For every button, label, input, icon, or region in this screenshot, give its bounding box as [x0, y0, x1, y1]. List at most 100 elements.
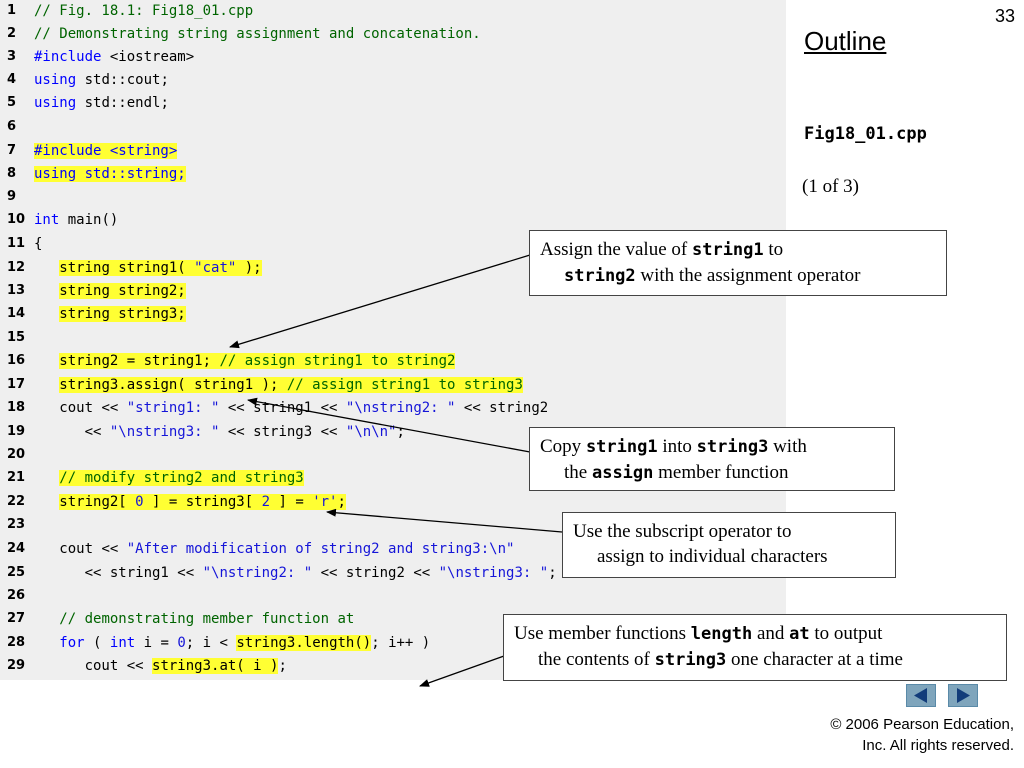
line-number: 6: [7, 119, 17, 134]
line-number: 19: [7, 424, 26, 439]
callout-text: the: [564, 462, 592, 483]
highlighted-code: string3.length(): [236, 635, 372, 651]
line-number: 23: [7, 517, 26, 532]
code-token: ; i <: [185, 635, 237, 651]
callout-text: with: [768, 436, 807, 457]
keyword-token: using: [34, 72, 77, 88]
highlighted-code: string string2;: [59, 283, 186, 299]
callout-line: the contents of string3 one character at…: [514, 647, 996, 673]
code-token: << string1 <<: [84, 565, 203, 581]
highlighted-using: using std::string;: [34, 166, 186, 182]
line-number: 3: [7, 49, 17, 64]
callout-code: string2: [564, 266, 636, 286]
code-token: (: [84, 635, 110, 651]
code-token: <<: [84, 424, 110, 440]
line-number: 4: [7, 72, 17, 87]
line-number: 20: [7, 447, 26, 462]
callout-line: Copy string1 into string3 with: [540, 434, 884, 460]
line-number: 14: [7, 306, 26, 321]
outline-heading: Outline: [804, 26, 887, 56]
code-line-10: int main(): [34, 209, 118, 231]
highlighted-code: ;: [337, 494, 346, 510]
line-number: 7: [7, 143, 17, 158]
string-token: "\nstring2: ": [345, 400, 456, 416]
code-line-5: using std::endl;: [34, 92, 169, 114]
string-token: "\nstring3: ": [109, 424, 220, 440]
code-line-21: // modify string2 and string3: [34, 467, 304, 489]
code-token: <iostream>: [101, 49, 195, 65]
string-token: "cat": [194, 260, 237, 276]
callout-text: Use member functions: [514, 623, 691, 644]
triangle-left-icon: [914, 688, 927, 703]
comment-token: // assign string1 to string2: [219, 353, 456, 369]
string-token: "After modification of string2 and strin…: [126, 541, 515, 557]
line-number: 25: [7, 565, 26, 580]
string-token: "\n\n": [345, 424, 397, 440]
callout-assign-member-function: Copy string1 into string3 with the assig…: [529, 427, 895, 491]
comment-token: // Demonstrating string assignment and c…: [34, 26, 481, 42]
line-number: 9: [7, 189, 17, 204]
code-token: cout <<: [59, 400, 127, 416]
callout-text: member function: [653, 462, 789, 483]
line-number: 2: [7, 26, 17, 41]
highlighted-code: string3.at( i ): [152, 658, 279, 674]
callout-subscript-operator: Use the subscript operator to assign to …: [562, 512, 896, 578]
highlighted-code: ] = string3[: [143, 494, 262, 510]
code-line-11: {: [34, 233, 42, 255]
callout-line: assign to individual characters: [597, 546, 828, 567]
line-number: 1: [7, 3, 17, 18]
keyword-token: int: [109, 635, 136, 651]
code-token: << string1 <<: [219, 400, 346, 416]
page-indicator: (1 of 3): [802, 176, 859, 197]
code-line-29: cout << string3.at( i );: [34, 655, 287, 677]
code-line-17: string3.assign( string1 ); // assign str…: [34, 374, 523, 396]
line-number: 22: [7, 494, 26, 509]
line-number: 24: [7, 541, 26, 556]
code-line-7: #include <string>: [34, 140, 178, 162]
code-line-25: << string1 << "\nstring2: " << string2 <…: [34, 562, 557, 584]
next-slide-button[interactable]: [948, 684, 978, 707]
number-token: 2: [261, 494, 271, 510]
code-line-8: using std::string;: [34, 163, 186, 185]
triangle-right-icon: [957, 688, 970, 703]
callout-text: to: [763, 239, 784, 260]
code-listing-panel: 1 2 3 4 5 6 7 8 9 10 11 12 13 14 15 16 1…: [0, 0, 786, 680]
callout-line: Use the subscript operator to: [573, 521, 792, 542]
code-token: << string2 <<: [312, 565, 439, 581]
callout-text: Assign the value of: [540, 239, 692, 260]
code-token: ;: [278, 658, 287, 674]
copyright-line: © 2006 Pearson Education,: [830, 716, 1014, 733]
line-number: 5: [7, 95, 17, 110]
comment-token: // modify string2 and string3: [59, 470, 304, 486]
string-token: "\nstring2: ": [202, 565, 313, 581]
code-token: ;: [396, 424, 405, 440]
code-token: std::cout;: [76, 72, 169, 88]
copyright-notice: © 2006 Pearson Education, Inc. All right…: [830, 714, 1014, 756]
line-number: 15: [7, 330, 26, 345]
callout-text: one character at a time: [726, 649, 903, 670]
source-filename: Fig18_01.cpp: [804, 124, 927, 144]
previous-slide-button[interactable]: [906, 684, 936, 707]
code-line-18: cout << "string1: " << string1 << "\nstr…: [34, 397, 548, 419]
code-token: {: [34, 236, 43, 252]
code-token: cout <<: [84, 658, 153, 674]
callout-assignment-operator: Assign the value of string1 to string2 w…: [529, 230, 947, 296]
callout-text: the contents of: [538, 649, 655, 670]
number-token: 0: [135, 494, 144, 510]
highlighted-code: string2 = string1;: [59, 353, 220, 369]
callout-text: with the assignment operator: [635, 265, 861, 286]
line-number: 29: [7, 658, 26, 673]
keyword-token: for: [59, 635, 85, 651]
highlighted-code: string2[: [59, 494, 136, 510]
keyword-token: int: [34, 212, 60, 228]
code-token: ; i++ ): [371, 635, 431, 651]
string-token: "string1: ": [126, 400, 220, 416]
slide-number: 33: [994, 6, 1015, 26]
code-line-1: // Fig. 18.1: Fig18_01.cpp: [34, 0, 253, 22]
line-number: 18: [7, 400, 26, 415]
callout-code: string3: [654, 650, 727, 670]
line-number: 11: [7, 236, 26, 251]
code-token: cout <<: [59, 541, 127, 557]
number-token: 0: [177, 635, 186, 651]
callout-line: string2 with the assignment operator: [540, 263, 936, 289]
